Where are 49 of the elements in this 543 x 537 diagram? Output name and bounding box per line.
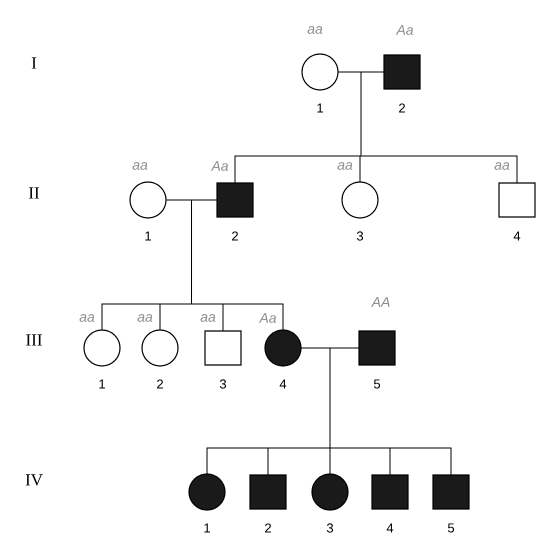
affected-female-symbol xyxy=(188,473,226,511)
genotype-label: Aa xyxy=(258,313,276,323)
individual-number: 2 xyxy=(265,523,271,533)
genotype-label: aa xyxy=(132,162,148,170)
genotype-label: aa xyxy=(338,162,352,170)
individual-number: 1 xyxy=(99,380,105,388)
affected-male-symbol xyxy=(371,474,409,510)
individual-number: 4 xyxy=(386,524,394,532)
female-symbol xyxy=(83,329,121,367)
affected-male-symbol xyxy=(358,330,396,366)
generation-label: IV xyxy=(26,474,43,486)
individual-number: 1 xyxy=(145,232,151,240)
genotype-label: aa xyxy=(200,314,216,322)
individual-number: 3 xyxy=(326,523,334,533)
generation-label: I xyxy=(32,57,36,69)
genotype-label: Aa xyxy=(396,25,414,35)
descent-line xyxy=(330,348,452,475)
male-symbol xyxy=(498,182,536,218)
female-symbol xyxy=(141,329,179,367)
female-symbol xyxy=(301,53,339,91)
individual-number: 2 xyxy=(399,103,405,113)
individual-number: 5 xyxy=(448,523,454,533)
genotype-label: aa xyxy=(494,162,510,170)
individual-number: 4 xyxy=(280,380,286,388)
individual-number: 3 xyxy=(356,231,364,241)
genotype-label: aa xyxy=(80,314,94,322)
individual-number: 2 xyxy=(232,231,238,241)
female-symbol xyxy=(129,181,167,219)
affected-male-symbol xyxy=(249,474,287,510)
affected-male-symbol xyxy=(383,54,421,90)
affected-female-symbol xyxy=(264,329,302,367)
descent-line xyxy=(191,200,284,330)
individual-number: 1 xyxy=(317,104,323,112)
individual-number: 4 xyxy=(514,232,520,240)
individual-number: 5 xyxy=(374,379,380,389)
male-symbol xyxy=(204,330,242,366)
genotype-label: Aa xyxy=(210,161,228,171)
genotype-label: aa xyxy=(308,26,322,34)
affected-female-symbol xyxy=(311,473,349,511)
female-symbol xyxy=(341,181,379,219)
affected-male-symbol xyxy=(216,182,254,218)
affected-male-symbol xyxy=(432,474,470,510)
individual-number: 3 xyxy=(220,379,226,389)
generation-label: III xyxy=(26,334,42,346)
individual-number: 1 xyxy=(204,524,210,532)
genotype-label: AA xyxy=(370,297,390,307)
individual-number: 2 xyxy=(157,379,163,389)
generation-label: II xyxy=(28,187,40,199)
genotype-label: aa xyxy=(138,314,152,322)
